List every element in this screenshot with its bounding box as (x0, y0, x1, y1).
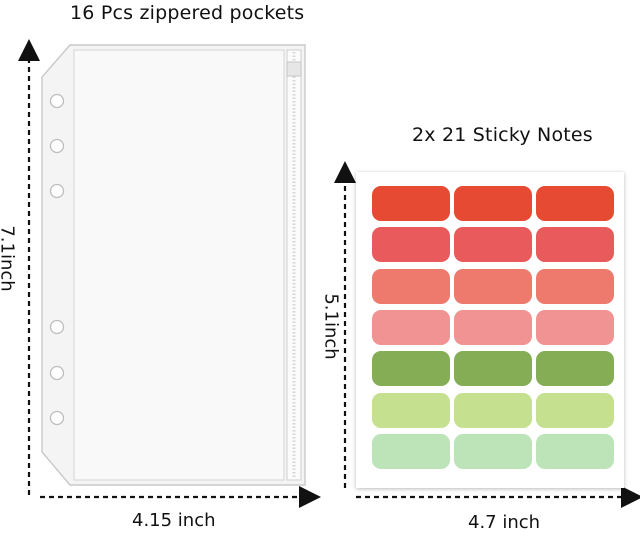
sticky-note (536, 392, 614, 428)
sticky-note (372, 227, 450, 263)
sticky-note (372, 309, 450, 345)
sticky-note (372, 268, 450, 304)
sticky-note (536, 268, 614, 304)
notes-height-label: 5.1inch (320, 293, 342, 360)
sticky-note (536, 309, 614, 345)
sticky-notes-sheet (356, 172, 624, 488)
sticky-note (372, 392, 450, 428)
sticky-note (454, 268, 532, 304)
sticky-note (372, 186, 450, 221)
pockets-title: 16 Pcs zippered pockets (70, 2, 305, 24)
sticky-note (454, 433, 532, 469)
ring-hole (49, 138, 65, 154)
ring-hole (49, 183, 65, 199)
sticky-note (536, 227, 614, 263)
sticky-note (454, 392, 532, 428)
ring-hole (49, 410, 65, 426)
sticky-notes-title: 2x 21 Sticky Notes (412, 124, 593, 146)
sticky-note (454, 351, 532, 387)
sticky-note (536, 433, 614, 469)
sticky-note (454, 309, 532, 345)
ring-hole (49, 93, 65, 109)
pocket-width-label: 4.15 inch (132, 510, 216, 531)
ring-hole (49, 365, 65, 381)
pocket-height-label: 7.1inch (0, 225, 18, 292)
sticky-note (372, 351, 450, 387)
sticky-note (454, 227, 532, 263)
zippered-pocket (41, 44, 306, 486)
notes-width-label: 4.7 inch (468, 512, 541, 533)
sticky-note (536, 186, 614, 221)
ring-hole (49, 319, 65, 335)
sticky-note (454, 186, 532, 221)
sticky-note (372, 433, 450, 469)
sticky-note (536, 351, 614, 387)
